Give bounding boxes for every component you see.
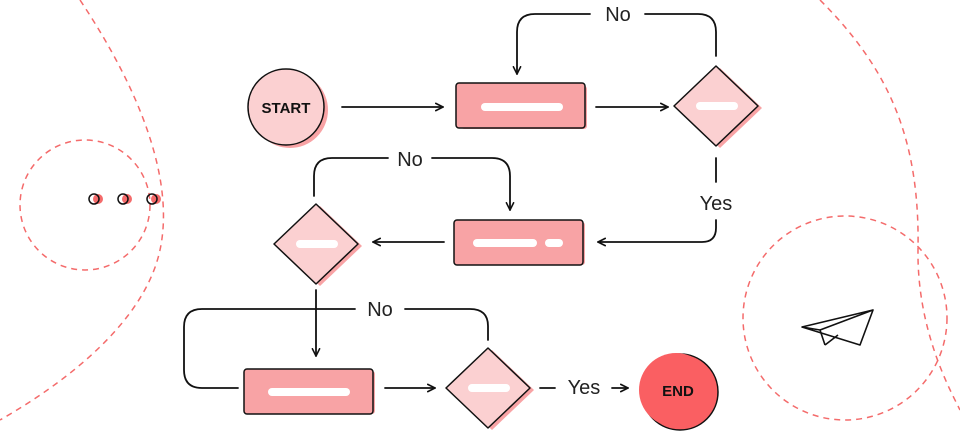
edge-label-yes-2: Yes — [568, 377, 601, 399]
edge-label-no-2: No — [397, 149, 423, 171]
three-dots-icon — [88, 193, 161, 205]
decision-node-2 — [273, 203, 362, 286]
edge-label-no-1: No — [605, 4, 631, 26]
dashed-curve-left — [0, 0, 165, 421]
process-node-3 — [243, 368, 375, 415]
connectors — [183, 13, 717, 389]
start-node: START — [247, 68, 328, 148]
edge-decision1-no-loop — [517, 13, 717, 74]
paper-plane-icon — [801, 309, 874, 346]
edge-label-no-3: No — [367, 299, 393, 321]
dashed-circle-right — [742, 215, 948, 421]
dashed-circle-left — [19, 139, 151, 271]
edge-decision2-no-loop — [313, 157, 510, 210]
end-node: END — [639, 353, 719, 431]
dashed-curve-right — [819, 0, 960, 411]
end-node-label: END — [662, 383, 694, 400]
decorative-dashed-lines — [0, 0, 960, 421]
decision-node-3 — [445, 347, 534, 430]
decision-node-1 — [673, 65, 762, 148]
edge-label-yes-1: Yes — [700, 193, 733, 215]
start-node-label: START — [262, 100, 311, 117]
process-node-1 — [455, 82, 587, 129]
process-node-2 — [453, 219, 585, 266]
edge-decision3-no-loop — [183, 308, 489, 389]
edge-decision1-yes — [598, 157, 717, 242]
